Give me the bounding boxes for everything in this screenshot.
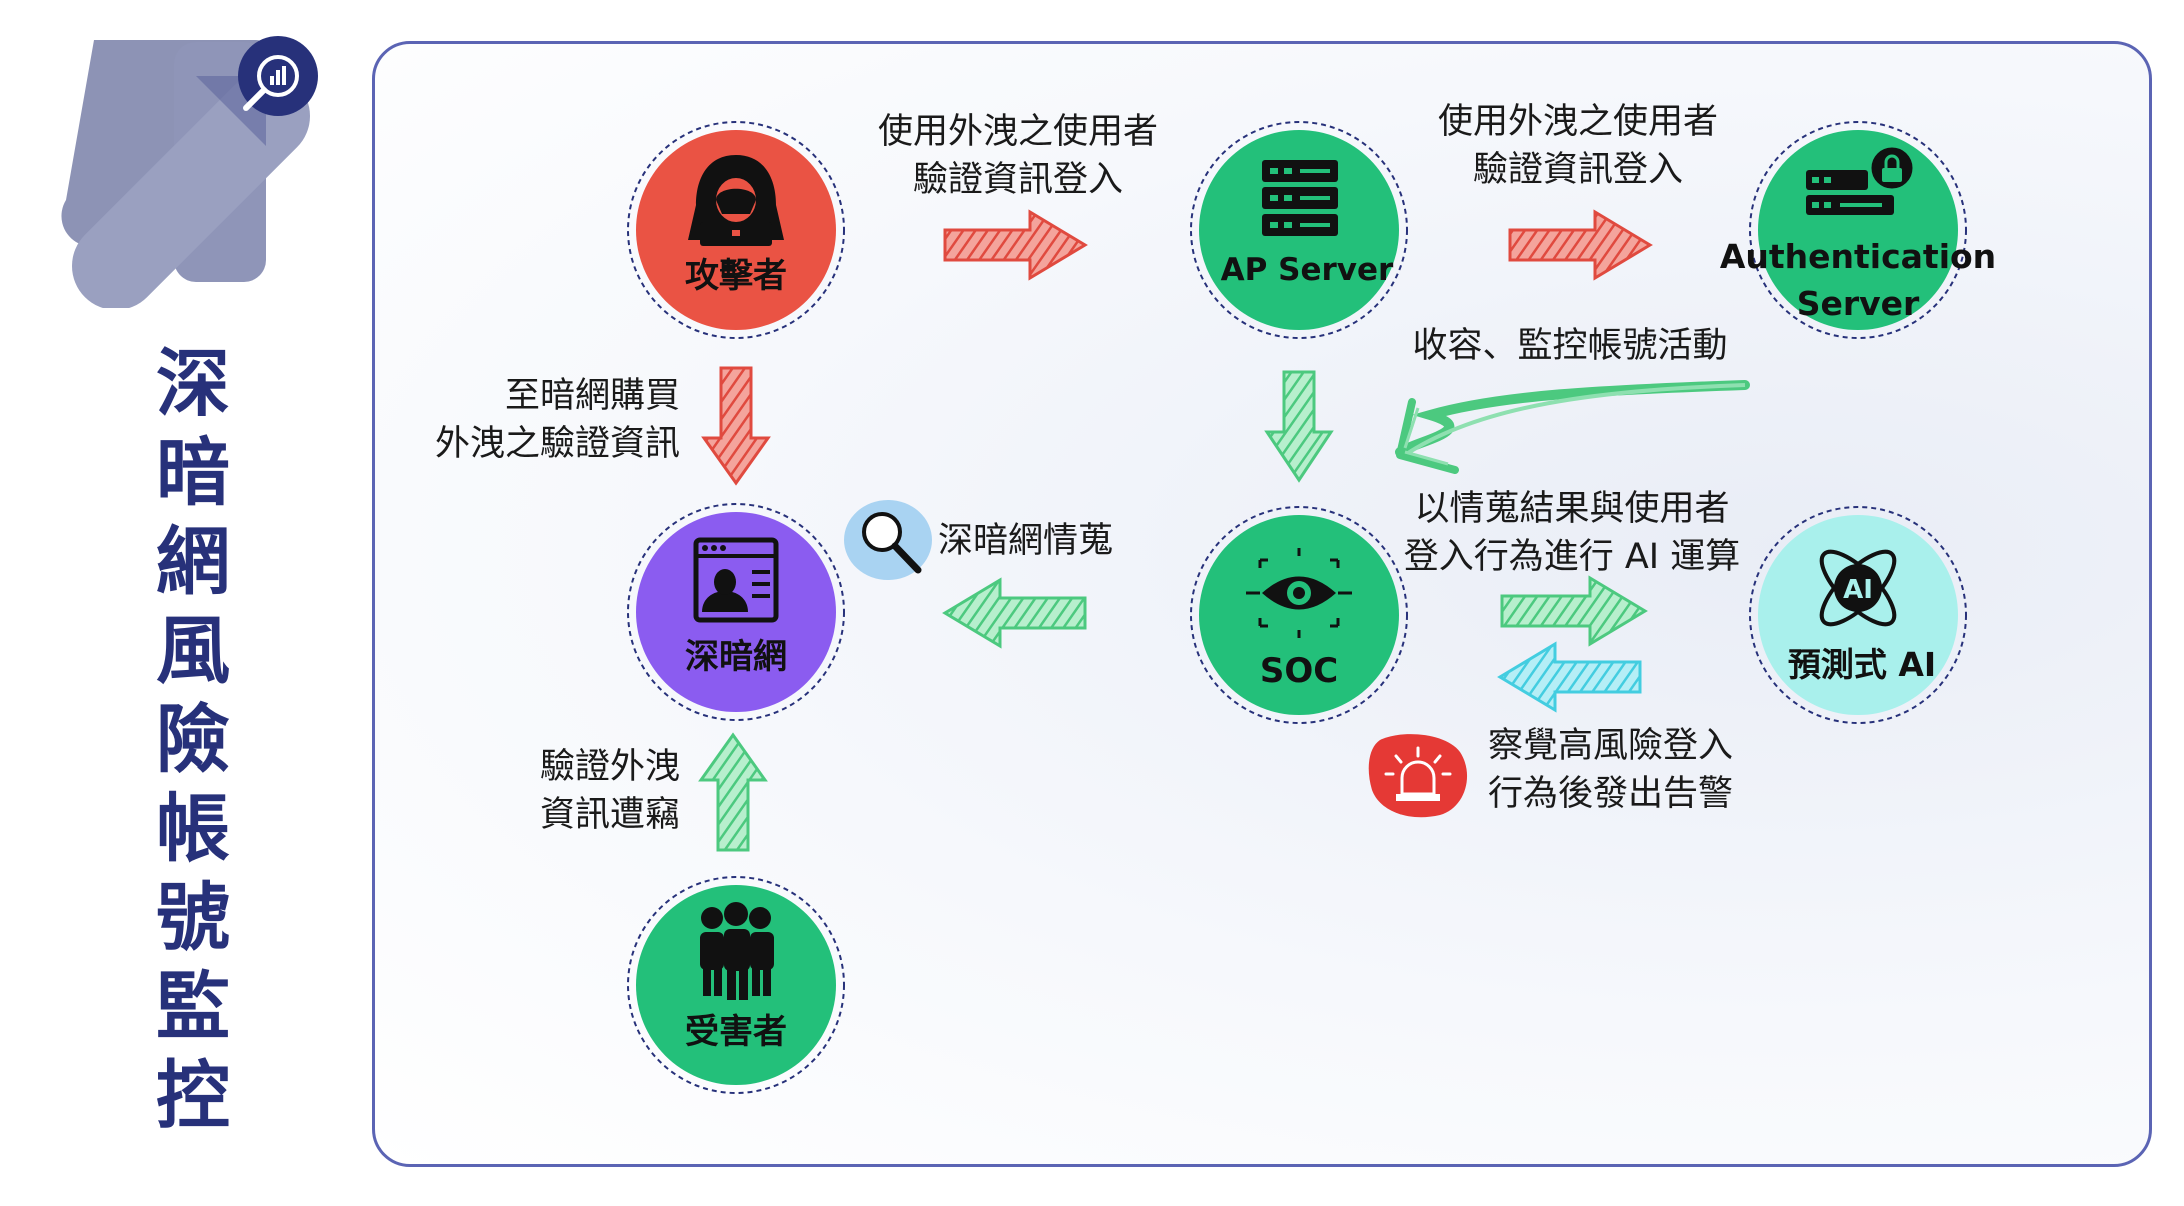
node-victim: 受害者 <box>627 876 845 1094</box>
label-verify: 驗證外洩 資訊遭竊 <box>480 743 680 839</box>
node-attacker: 攻擊者 <box>627 121 845 339</box>
label-attacker-to-ap-line1: 使用外洩之使用者 <box>877 112 1158 152</box>
label-alert-line2: 行為後發出告警 <box>1488 774 1734 814</box>
people-group-icon <box>700 902 774 1000</box>
node-victim-label: 受害者 <box>685 1012 787 1052</box>
label-ap-to-auth-line2: 驗證資訊登入 <box>1472 150 1683 190</box>
locked-server-icon <box>1806 144 1916 215</box>
label-ap-to-auth-line1: 使用外洩之使用者 <box>1437 102 1718 142</box>
browser-hacker-icon <box>693 537 779 623</box>
label-collect: 收容、監控帳號活動 <box>1412 326 1728 366</box>
node-ai-label: 預測式 AI <box>1788 645 1936 684</box>
node-soc: SOC <box>1190 506 1408 724</box>
label-compute-line1: 以情蒐結果與使用者 <box>1414 489 1730 529</box>
node-ap-server-label: AP Server <box>1221 252 1394 288</box>
alarm-siren-icon <box>1368 734 1468 818</box>
node-attacker-label: 攻擊者 <box>685 256 787 296</box>
arrow-ap-to-soc <box>1264 370 1334 483</box>
node-auth-server-label-1: Authentication <box>1720 237 1996 276</box>
ai-badge-text: AI <box>1843 575 1873 605</box>
label-buy-line2: 外洩之驗證資訊 <box>434 424 680 464</box>
search-chart-icon <box>238 36 318 116</box>
arrow-ai-to-soc <box>1497 641 1642 713</box>
node-darkweb-label: 深暗網 <box>685 637 787 677</box>
node-ai: AI 預測式 AI <box>1749 506 1967 724</box>
label-verify-line1: 驗證外洩 <box>539 747 680 787</box>
label-verify-line2: 資訊遭竊 <box>539 795 680 835</box>
arrow-victim-to-darkweb <box>698 732 768 852</box>
server-icon <box>1262 160 1338 236</box>
label-alert: 察覺高風險登入 行為後發出告警 <box>1488 722 1768 818</box>
label-buy: 至暗網購買 外洩之驗證資訊 <box>400 372 680 468</box>
arrow-ap-to-auth <box>1508 209 1653 281</box>
arrow-soc-to-darkweb <box>942 577 1087 649</box>
label-attacker-to-ap-line2: 驗證資訊登入 <box>912 160 1123 200</box>
hacker-icon <box>688 155 784 246</box>
brand-logo <box>61 36 318 308</box>
node-auth-server-label-2: Server <box>1797 284 1920 323</box>
label-alert-line1: 察覺高風險登入 <box>1488 726 1734 766</box>
node-darkweb: 深暗網 <box>627 503 845 721</box>
arrow-attacker-to-darkweb <box>701 366 771 486</box>
node-soc-label: SOC <box>1260 651 1338 691</box>
label-compute-line2: 登入行為進行 AI 運算 <box>1403 537 1741 577</box>
eye-scan-icon <box>1246 548 1352 638</box>
page-title: 深暗網風險帳號監控 <box>156 341 230 1139</box>
label-attacker-to-ap: 使用外洩之使用者 驗證資訊登入 <box>858 108 1178 204</box>
arrow-auth-to-soc <box>1395 380 1750 474</box>
label-buy-line1: 至暗網購買 <box>504 376 680 416</box>
label-ap-to-auth: 使用外洩之使用者 驗證資訊登入 <box>1418 98 1738 194</box>
node-auth-server: Authentication Server <box>1720 121 1996 339</box>
ai-atom-icon: AI <box>1819 549 1897 627</box>
node-ap-server: AP Server <box>1190 121 1408 339</box>
label-compute: 以情蒐結果與使用者 登入行為進行 AI 運算 <box>1392 485 1752 581</box>
arrow-attacker-to-ap <box>943 209 1088 281</box>
label-intel: 深暗網情蒐 <box>938 521 1114 561</box>
arrow-soc-to-ai <box>1500 575 1648 647</box>
magnifier-icon <box>844 500 932 580</box>
